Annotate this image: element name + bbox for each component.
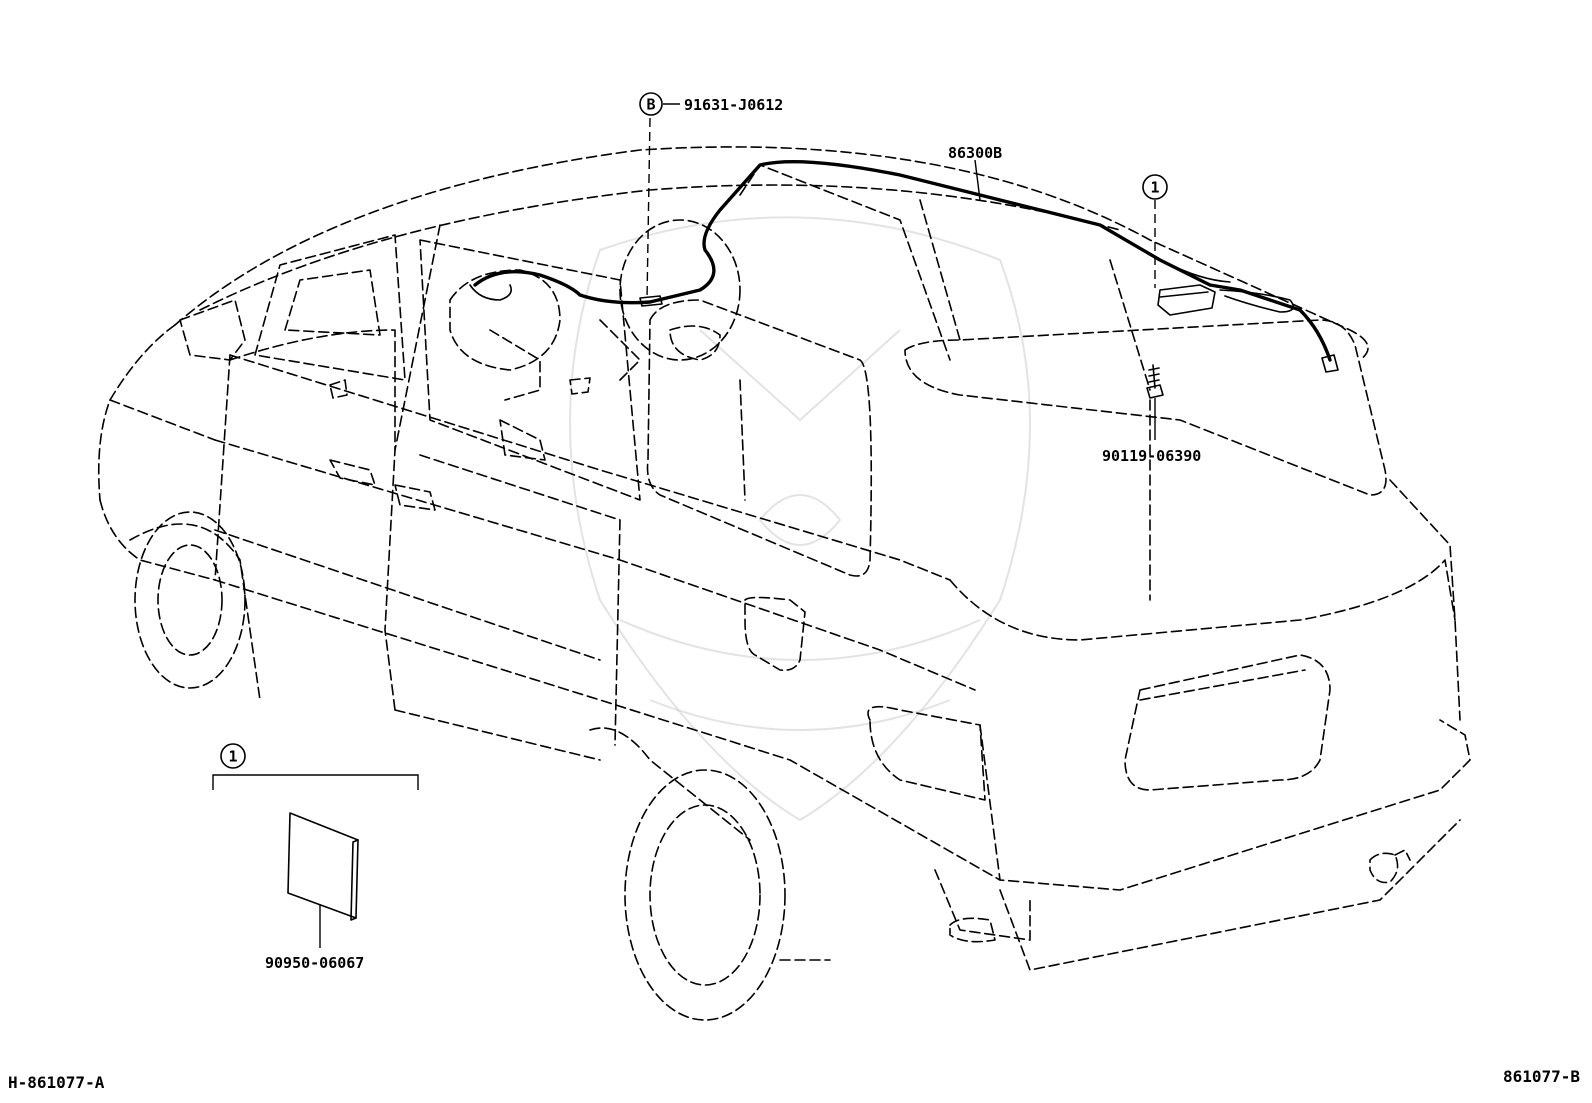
label-91631-j0612[interactable]: 91631-J0612 <box>684 96 783 114</box>
corner-code-right: 861077-B <box>1503 1067 1580 1086</box>
ref-mark-kit-circle <box>220 743 246 769</box>
ref-mark-top: 1 <box>1150 179 1159 197</box>
corner-code-left: H-861077-A <box>8 1073 105 1092</box>
kit-bracket <box>212 774 419 790</box>
screw-90119-06390[interactable] <box>1146 364 1164 399</box>
van-body-outline <box>97 146 1471 1021</box>
clip-b-callout <box>639 92 663 116</box>
antenna-harness-86300b[interactable] <box>469 159 1339 373</box>
clip-b-marker: B <box>646 96 655 114</box>
ref-mark-kit: 1 <box>228 748 237 766</box>
sheet-90950-06067[interactable] <box>287 812 359 948</box>
label-86300b[interactable]: 86300B <box>948 144 1002 162</box>
watermark-emblem <box>569 216 1031 822</box>
leader-lines <box>646 103 1156 440</box>
label-90119-06390[interactable]: 90119-06390 <box>1102 447 1201 465</box>
ref-mark-top-circle <box>1142 174 1168 200</box>
label-90950-06067[interactable]: 90950-06067 <box>265 954 364 972</box>
